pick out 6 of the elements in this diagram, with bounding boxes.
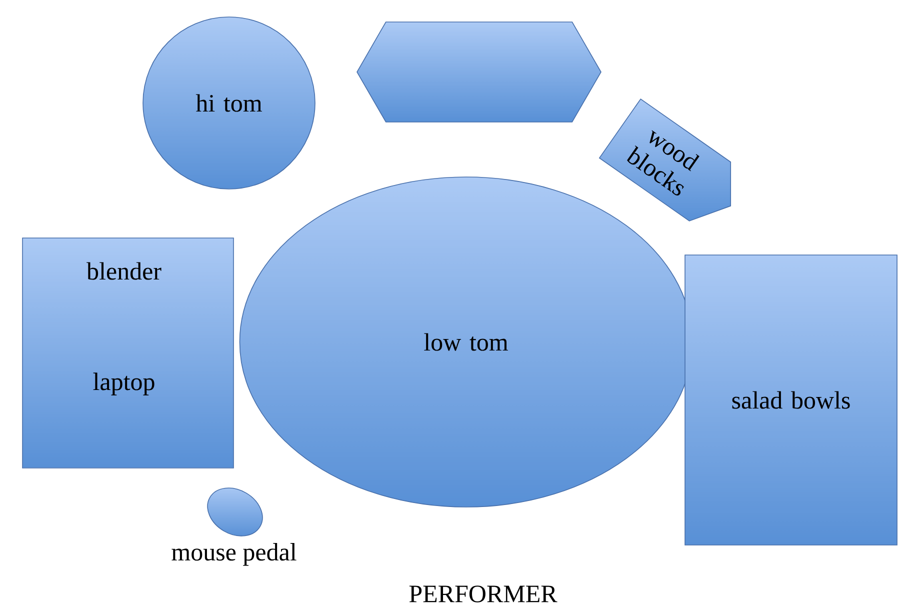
- stage-label: PERFORMER: [409, 586, 558, 602]
- table-box: salad bowls: [684, 254, 898, 546]
- caption-text: mouse pedal: [172, 543, 296, 566]
- table-box: blender laptop: [22, 238, 234, 468]
- pedal-ellipse: [207, 488, 263, 536]
- speaker-hexagon: [356, 22, 602, 122]
